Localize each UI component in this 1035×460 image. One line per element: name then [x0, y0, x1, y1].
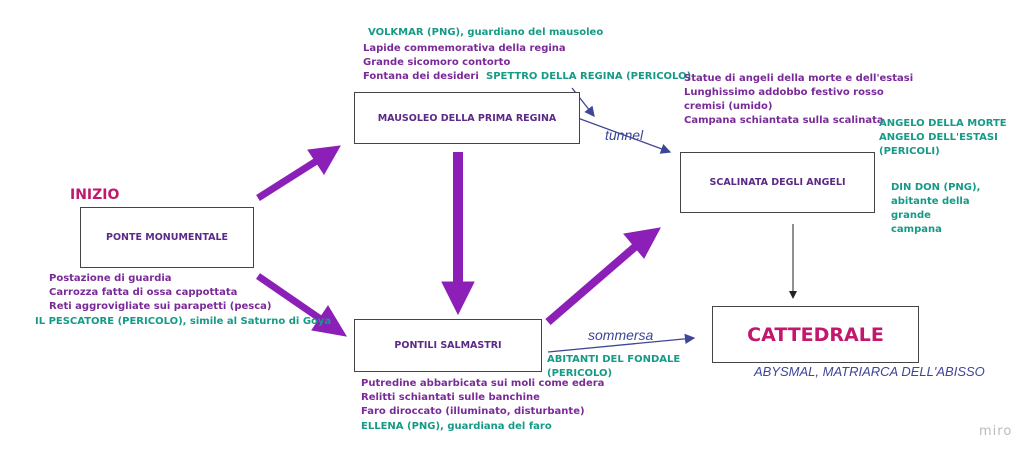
ponte-danger: IL PESCATORE (PERICOLO), simile al Satur… — [35, 316, 332, 327]
arrow-ponte-to-pontili — [256, 273, 347, 337]
scalinata-npc: campana — [891, 224, 942, 235]
scalinata-danger: (PERICOLI) — [879, 146, 940, 157]
scalinata-item: Lunghissimo addobbo festivo rosso — [684, 87, 884, 98]
scalinata-npc: DIN DON (PNG), — [891, 182, 981, 193]
ponte-item: Postazione di guardia — [49, 273, 172, 284]
arrow-mausoleo-to-pontili — [441, 152, 475, 316]
scalinata-danger: ANGELO DELL'ESTASI — [879, 132, 998, 143]
node-mausoleo[interactable]: MAUSOLEO DELLA PRIMA REGINA — [354, 92, 580, 144]
edge-label-tunnel: tunnel — [605, 127, 644, 143]
scalinata-item: cremisi (umido) — [684, 101, 773, 112]
scalinata-item: Statue di angeli della morte e dell'esta… — [684, 73, 914, 84]
pontili-item: Faro diroccato (illuminato, disturbante) — [361, 406, 585, 417]
scalinata-npc: abitante della — [891, 196, 970, 207]
node-cattedrale[interactable]: CATTEDRALE — [712, 306, 919, 363]
mausoleo-item: Lapide commemorativa della regina — [363, 43, 566, 54]
cattedrale-boss: ABYSMAL, MATRIARCA DELL'ABISSO — [754, 364, 985, 379]
miro-watermark: miro — [979, 424, 1013, 439]
node-label: SCALINATA DEGLI ANGELI — [709, 177, 846, 188]
ponte-item: Reti aggrovigliate sui parapetti (pesca) — [49, 301, 272, 312]
node-ponte[interactable]: PONTE MONUMENTALE — [80, 207, 254, 268]
pontili-npc: ELLENA (PNG), guardiana del faro — [361, 421, 552, 432]
arrow-ponte-to-mausoleo — [256, 145, 341, 201]
node-label: MAUSOLEO DELLA PRIMA REGINA — [377, 112, 557, 124]
pontili-danger: ABITANTI DEL FONDALE — [547, 354, 681, 365]
mausoleo-danger: SPETTRO DELLA REGINA (PERICOLO) — [486, 71, 692, 82]
pontili-item: Putredine abbarbicata sui moli come eder… — [361, 378, 605, 389]
edge-label-sommersa: sommersa — [588, 327, 654, 343]
node-scalinata[interactable]: SCALINATA DEGLI ANGELI — [680, 152, 875, 213]
ponte-item: Carrozza fatta di ossa cappottata — [49, 287, 238, 298]
pontili-item: Relitti schiantati sulle banchine — [361, 392, 540, 403]
sommersa-connector — [547, 333, 696, 353]
mausoleo-item: Grande sicomoro contorto — [363, 57, 511, 68]
start-label: INIZIO — [70, 187, 120, 203]
node-label: PONTE MONUMENTALE — [106, 232, 228, 243]
scalinata-danger: ANGELO DELLA MORTE — [879, 118, 1007, 129]
arrow-pontili-to-scalinata — [545, 227, 661, 326]
scalinata-item: Campana schiantata sulla scalinata — [684, 115, 884, 126]
node-label: CATTEDRALE — [747, 323, 884, 346]
scalinata-npc: grande — [891, 210, 931, 221]
pontili-danger: (PERICOLO) — [547, 368, 613, 379]
mausoleo-item: Fontana dei desideri — [363, 71, 479, 82]
node-label: PONTILI SALMASTRI — [394, 340, 502, 351]
node-pontili[interactable]: PONTILI SALMASTRI — [354, 319, 542, 372]
mausoleo-npc: VOLKMAR (PNG), guardiano del mausoleo — [368, 27, 604, 38]
